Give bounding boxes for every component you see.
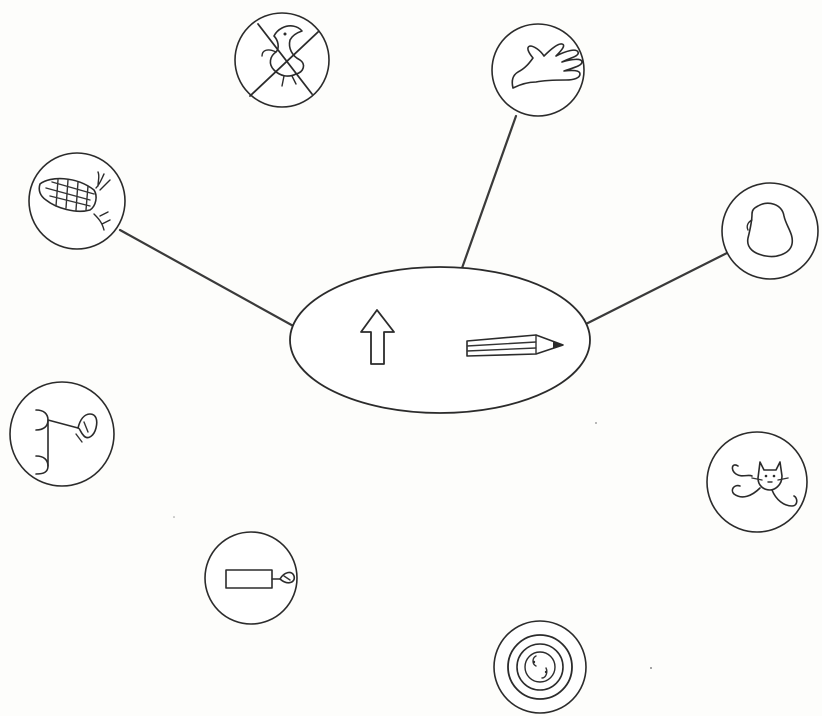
connector-line-corn	[120, 230, 306, 333]
picture-circle-scooter	[10, 382, 114, 486]
picture-circle-cat	[707, 432, 807, 532]
center-oval	[290, 267, 590, 413]
picture-circle-candle	[205, 532, 297, 624]
picture-circle-squirrel	[235, 13, 329, 107]
picture-circle-corn	[29, 153, 125, 249]
picture-circle-button	[494, 621, 586, 713]
picture-circle-pear	[722, 183, 818, 279]
picture-circle-hand	[492, 24, 584, 116]
paper-speck	[595, 422, 597, 424]
connector-line-pear	[568, 253, 727, 333]
paper-speck	[650, 667, 652, 669]
paper-speck	[173, 516, 175, 518]
connector-line-hand	[456, 116, 516, 285]
